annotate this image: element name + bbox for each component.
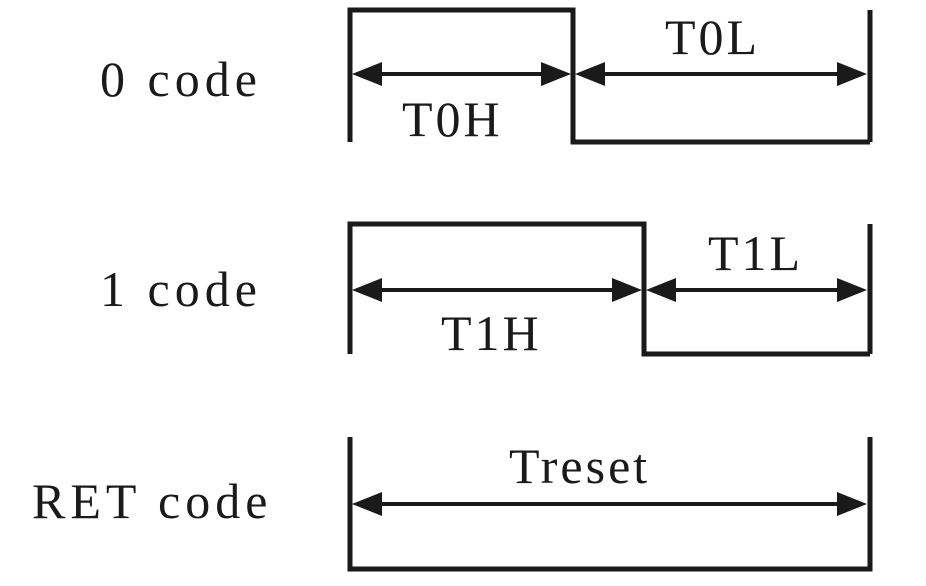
t1h-label: T1H	[441, 305, 542, 361]
t0h-label: T0H	[402, 91, 503, 147]
t1l-arrow-head-left	[646, 278, 676, 302]
t1l-arrow-head-right	[837, 278, 867, 302]
t1l-label: T1L	[708, 225, 803, 281]
t1l-arrow	[646, 278, 867, 302]
row-ret-code-waveform	[347, 437, 873, 572]
row-0-code: 0 code T0H T0L	[100, 7, 873, 147]
t1h-arrow-head-left	[352, 278, 382, 302]
t0l-label: T0L	[665, 9, 760, 65]
t0h-arrow-head-left	[352, 62, 382, 86]
t0l-arrow-head-left	[575, 62, 605, 86]
row-ret-code: RET code Treset	[32, 437, 873, 572]
row-1-code-waveform	[347, 221, 873, 357]
t0h-arrow	[352, 62, 571, 86]
t1h-arrow	[352, 278, 642, 302]
row-ret-code-label: RET code	[32, 473, 272, 529]
row-1-code-label: 1 code	[100, 261, 262, 317]
treset-arrow	[352, 492, 867, 516]
t0l-arrow-head-right	[837, 62, 867, 86]
t0h-arrow-head-right	[541, 62, 571, 86]
treset-arrow-head-right	[837, 492, 867, 516]
row-1-code: 1 code T1H T1L	[100, 221, 873, 361]
row-0-code-waveform	[347, 7, 873, 145]
treset-label: Treset	[509, 438, 650, 494]
t0l-arrow	[575, 62, 867, 86]
t1h-arrow-head-right	[612, 278, 642, 302]
treset-arrow-head-left	[352, 492, 382, 516]
row-0-code-label: 0 code	[100, 51, 262, 107]
